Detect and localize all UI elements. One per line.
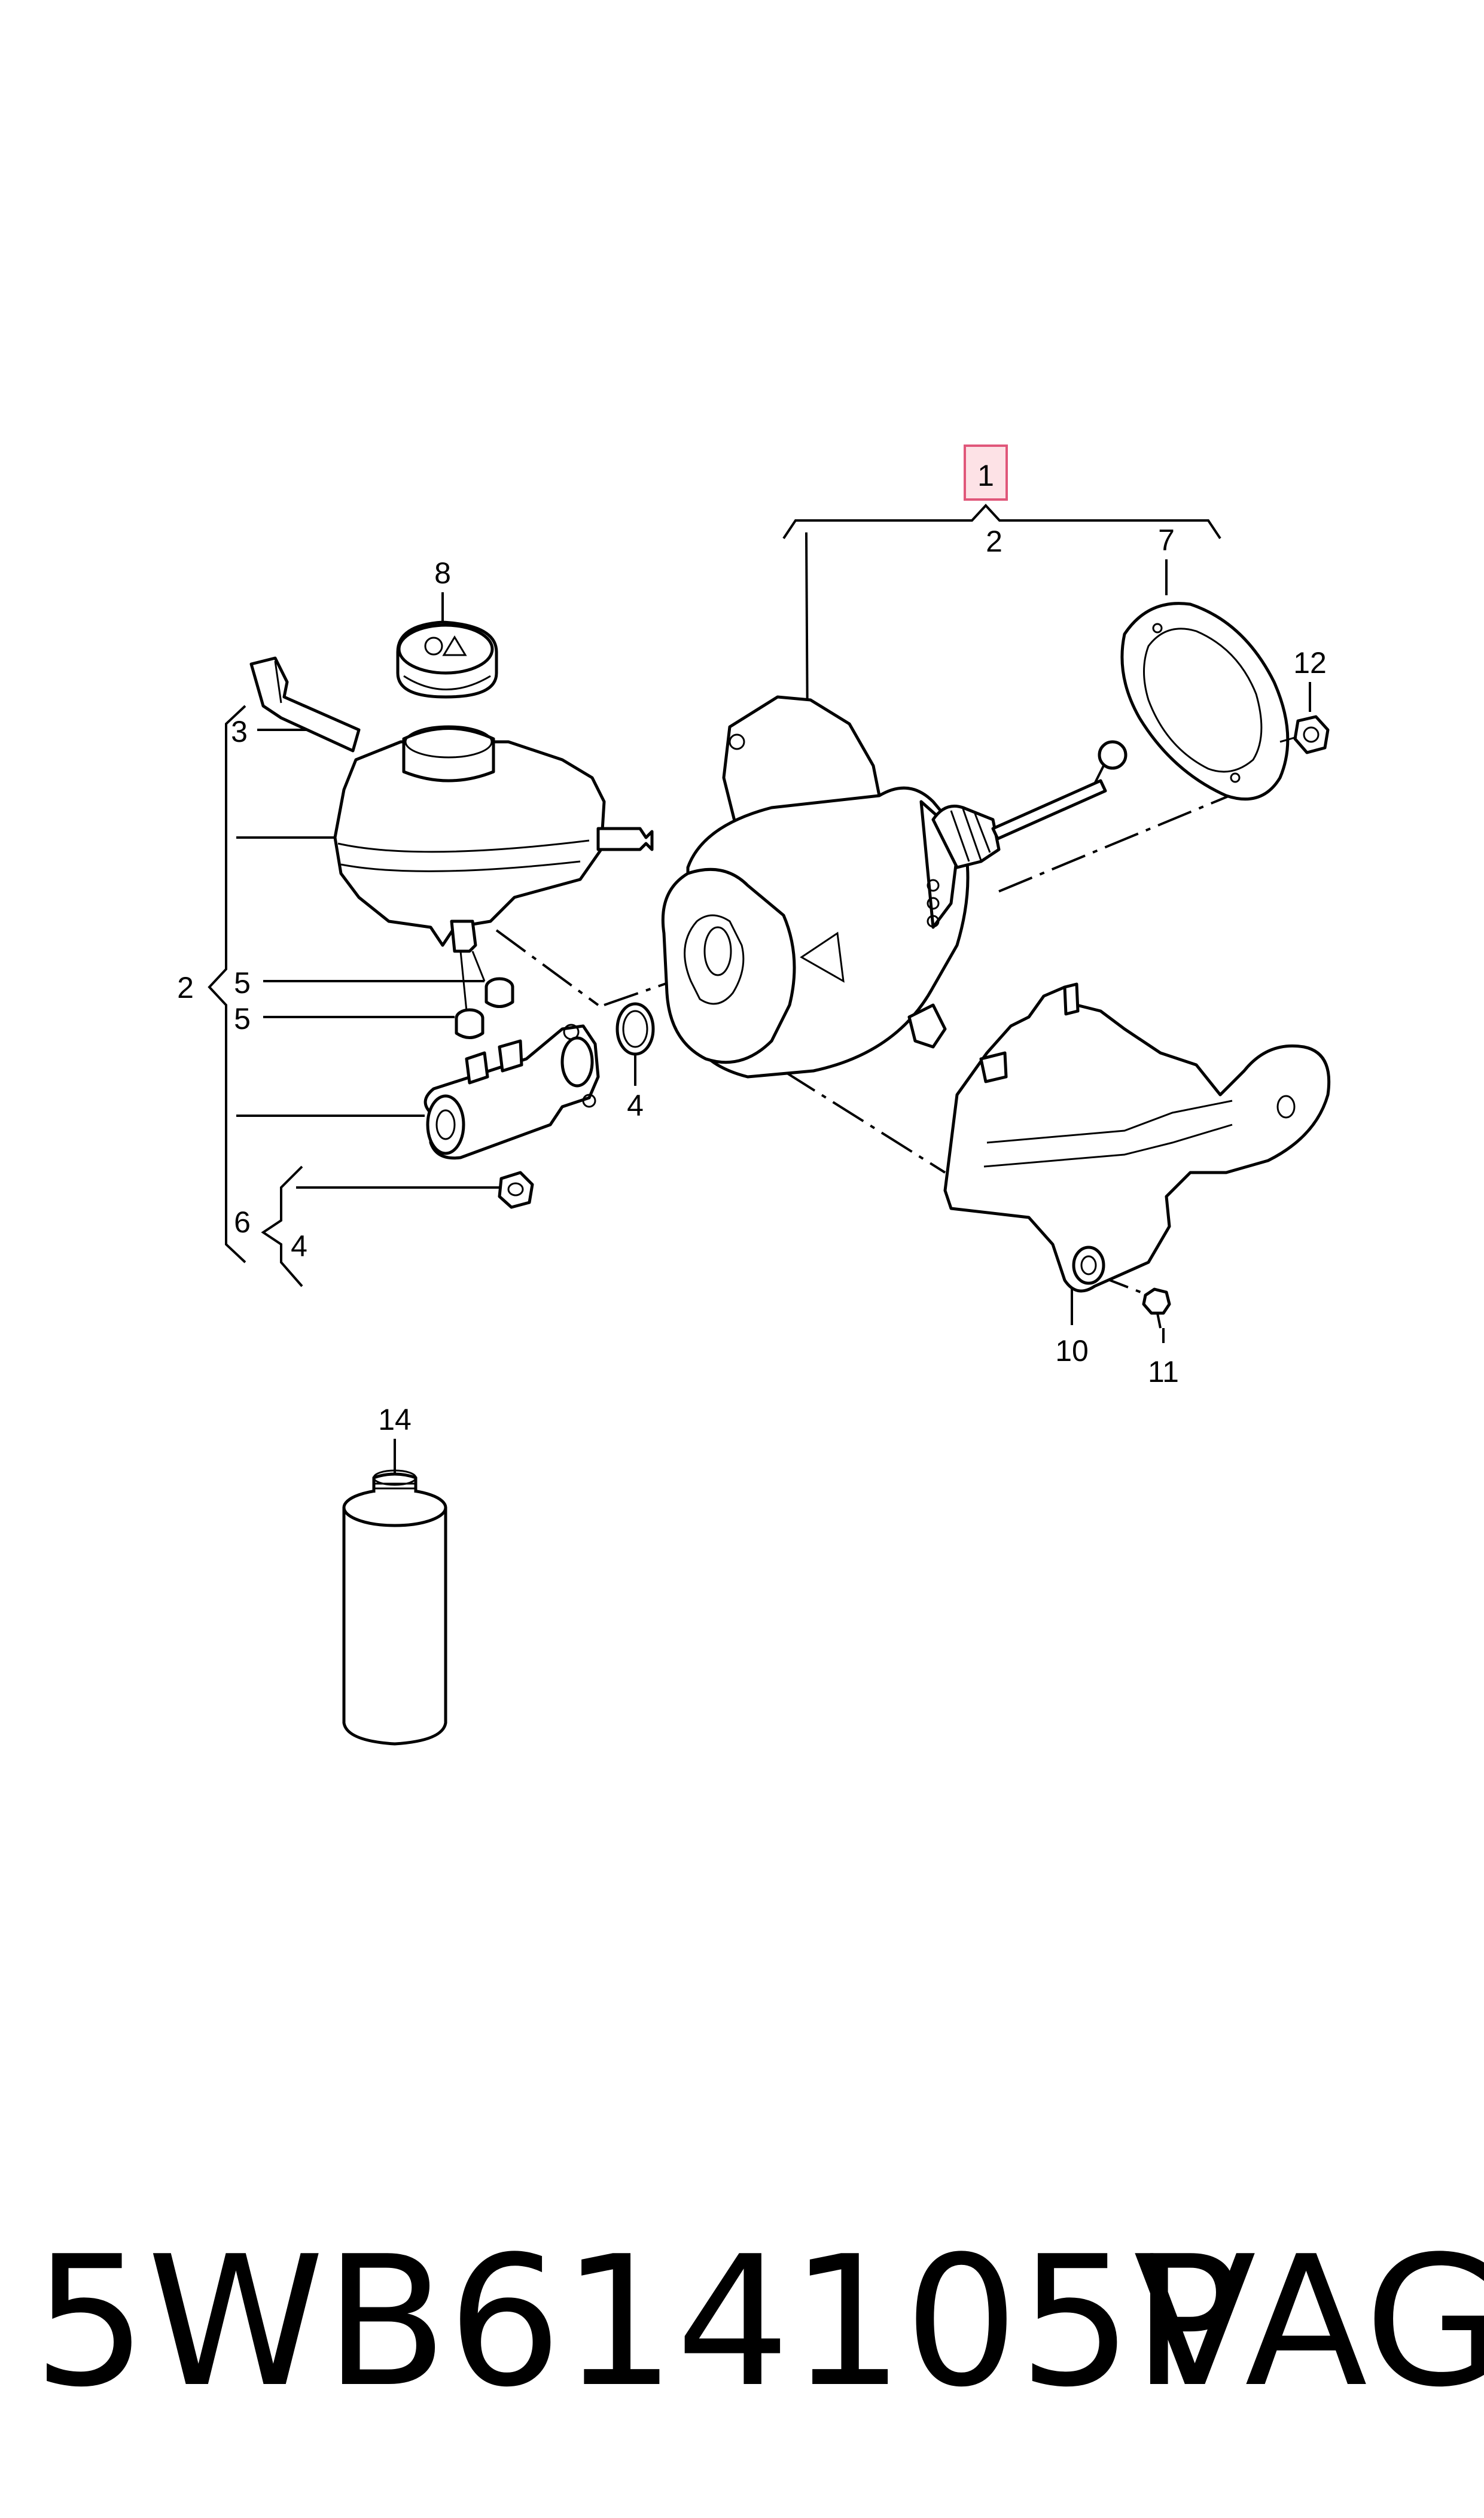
centerline-4 xyxy=(998,788,1245,893)
master-cylinder-drawing xyxy=(423,1024,600,1160)
label-6: 6 xyxy=(234,1205,251,1239)
bolt-11-drawing xyxy=(1142,1287,1171,1329)
label-4-ring: 4 xyxy=(627,1089,644,1122)
centerline-1 xyxy=(495,929,599,1006)
nut-drawing xyxy=(498,1171,534,1209)
label-2-left: 2 xyxy=(177,971,194,1004)
seal-upper-drawing xyxy=(484,977,514,1008)
nut-12-drawing xyxy=(1279,715,1330,754)
label-3: 3 xyxy=(231,715,248,748)
label-5-a: 5 xyxy=(234,966,251,1000)
heat-shield-drawing xyxy=(943,982,1331,1293)
label-1: 1 xyxy=(977,459,994,492)
label-5-b: 5 xyxy=(234,1002,251,1036)
label-14: 14 xyxy=(378,1403,412,1436)
label-7: 7 xyxy=(1158,523,1175,557)
label-8: 8 xyxy=(434,556,451,590)
reservoir-cap-drawing xyxy=(396,620,498,699)
label-12: 12 xyxy=(1293,646,1327,680)
brace-left xyxy=(208,705,246,1263)
brand-label: VAG xyxy=(1133,2218,1484,2426)
label-4-nut: 4 xyxy=(291,1229,307,1263)
brake-fluid-bottle-drawing xyxy=(342,1469,447,1746)
label-10: 10 xyxy=(1055,1334,1089,1368)
part-number: 5WB614105P xyxy=(33,2218,1241,2426)
callout-1-highlight-box[interactable] xyxy=(964,444,1008,501)
centerline-3 xyxy=(735,1040,946,1174)
label-2-top: 2 xyxy=(986,525,1002,558)
brace-6 xyxy=(261,1165,303,1287)
label-11: 11 xyxy=(1148,1355,1179,1389)
gasket-plate-drawing xyxy=(1120,602,1290,801)
hose-connector-drawing xyxy=(249,656,361,753)
brace-top xyxy=(782,504,1221,540)
seal-lower-drawing xyxy=(455,1008,484,1039)
brake-booster-drawing xyxy=(661,695,1128,1079)
fluid-reservoir-drawing xyxy=(333,725,654,953)
